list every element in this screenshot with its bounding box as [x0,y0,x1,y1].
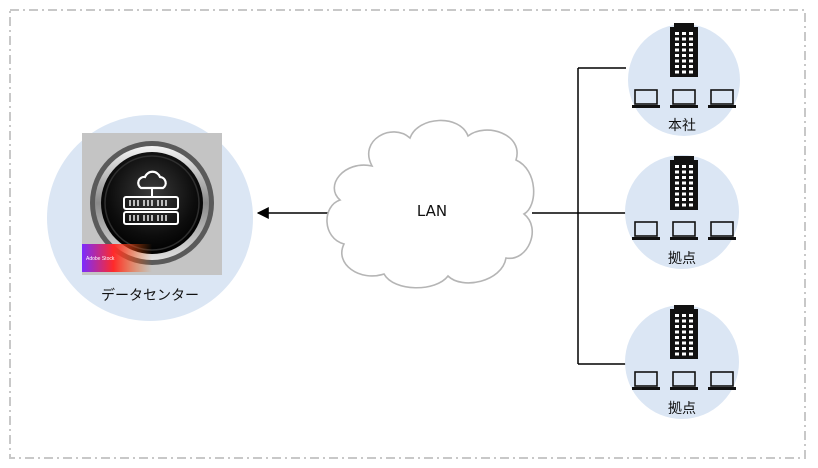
site-branch-2: 拠点 [625,305,739,419]
lan-label: LAN [417,202,447,220]
site-connectors [532,67,626,365]
laptop-group [632,371,736,390]
laptop-icon [632,89,660,108]
datacenter-label: データセンター [101,287,199,304]
laptop-icon [708,89,736,108]
laptop-group [632,221,736,240]
site-label: 本社 [668,118,696,134]
site-circle [625,305,739,419]
laptop-icon [708,221,736,240]
laptop-icon [670,89,698,108]
laptop-icon [670,221,698,240]
building-icon [670,23,698,77]
site-branch-1: 拠点 [625,155,739,269]
site-label: 拠点 [668,401,696,417]
stock-badge: Adobe Stock [82,244,152,272]
diagram-frame [9,9,806,459]
site-label: 拠点 [668,251,696,267]
cloud-shape [326,119,535,289]
building-icon [670,305,698,359]
lan-cloud: LAN [326,119,535,289]
cloud-server-icon [90,141,214,265]
laptop-icon [632,221,660,240]
laptop-icon [632,371,660,390]
laptop-group [632,89,736,108]
building-icon [670,156,698,210]
site-circle [625,155,739,269]
datacenter-node: Adobe Stock データセンター [47,115,253,321]
site-head-office: 本社 [628,23,740,136]
laptop-icon [708,371,736,390]
stock-badge-text: Adobe Stock [86,256,115,262]
laptop-icon [670,371,698,390]
